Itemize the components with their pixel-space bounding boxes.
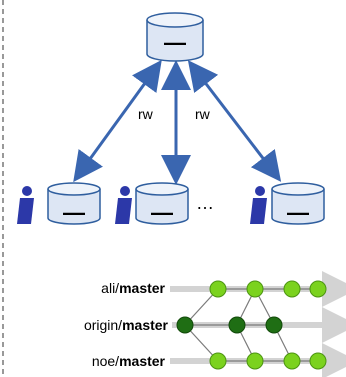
arrow-left: [73, 59, 162, 183]
user-icon: [17, 186, 34, 224]
commit-node: [283, 280, 301, 298]
local-repo-1: —: [17, 182, 101, 225]
commit-node: [176, 316, 194, 334]
commit-node: [283, 352, 301, 370]
edge-label-right: rw: [195, 106, 211, 122]
commit-node: [209, 280, 227, 298]
commit-node: [309, 280, 327, 298]
commit-node: [209, 352, 227, 370]
local-repo-cylinder: —: [271, 182, 325, 225]
commit-node: [246, 280, 264, 298]
local-repo-symbol: —: [63, 200, 85, 225]
commit-node: [246, 352, 264, 370]
local-repo-symbol: —: [151, 200, 173, 225]
arrow-right: [187, 60, 282, 182]
branch-label-ali: ali/master: [101, 280, 165, 296]
local-repo-cylinder: —: [135, 182, 189, 225]
user-icon: [250, 186, 267, 224]
local-repo-2: —: [115, 182, 189, 225]
user-icon: [115, 186, 132, 224]
local-repo-symbol: —: [287, 200, 309, 225]
ellipsis: …: [196, 193, 214, 213]
central-repo-symbol: —: [164, 30, 186, 55]
local-repo-3: —: [250, 182, 325, 225]
branch-label-origin: origin/master: [84, 317, 169, 333]
branch-label-noe: noe/master: [92, 353, 166, 369]
commit-node: [228, 316, 246, 334]
commit-node: [265, 316, 283, 334]
commit-node: [309, 352, 327, 370]
local-repo-cylinder: —: [47, 182, 101, 225]
central-repo-cylinder: —: [146, 12, 204, 62]
edge-label-left: rw: [138, 106, 154, 122]
